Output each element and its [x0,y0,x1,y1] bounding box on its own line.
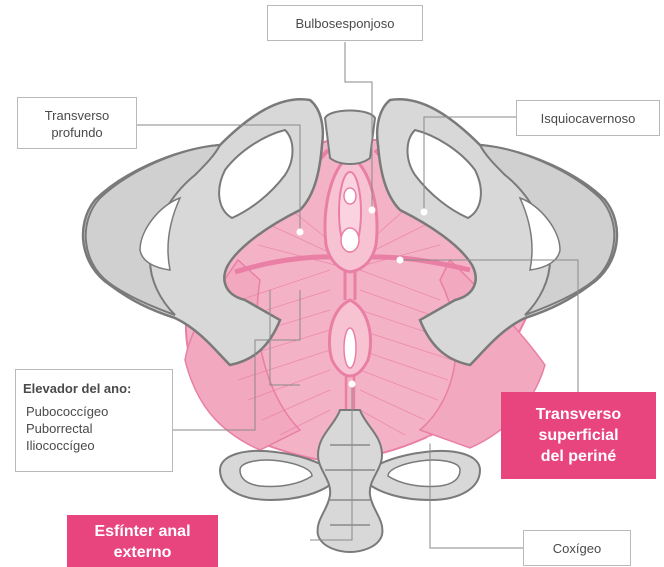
label-esfinter-anal-line1: Esfínter anal [67,521,218,542]
label-transverso-superficial-line1: Transverso [501,404,656,425]
coccyx [318,410,383,552]
label-isquiocavernoso: Isquiocavernoso [516,100,660,136]
label-transverso-profundo-line2: profundo [18,124,136,141]
label-transverso-profundo-line1: Transverso [18,107,136,124]
clitoral-area [341,228,359,252]
label-bulbosesponjoso: Bulbosesponjoso [267,5,423,41]
label-coxigeo-text: Coxígeo [524,540,630,557]
label-elevador-item: Puborrectal [26,420,172,437]
label-elevador-del-ano: Elevador del ano: Pubococcígeo Puborrect… [15,369,173,472]
label-transverso-superficial-line2: superficial [501,425,656,446]
label-esfinter-anal: Esfínter anal externo [67,515,218,567]
label-elevador-title: Elevador del ano: [23,380,172,397]
label-coxigeo: Coxígeo [523,530,631,566]
label-transverso-superficial-line3: del periné [501,446,656,467]
label-transverso-profundo: Transverso profundo [17,97,137,149]
label-elevador-item: Iliococcígeo [26,437,172,454]
label-bulbosesponjoso-text: Bulbosesponjoso [268,15,422,32]
urethral-opening [344,188,356,204]
anal-opening [344,328,356,368]
label-elevador-item: Pubococcígeo [26,403,172,420]
label-esfinter-anal-line2: externo [67,542,218,563]
label-isquiocavernoso-text: Isquiocavernoso [517,110,659,127]
label-transverso-superficial: Transverso superficial del periné [501,392,656,479]
pubic-bone [325,111,375,165]
